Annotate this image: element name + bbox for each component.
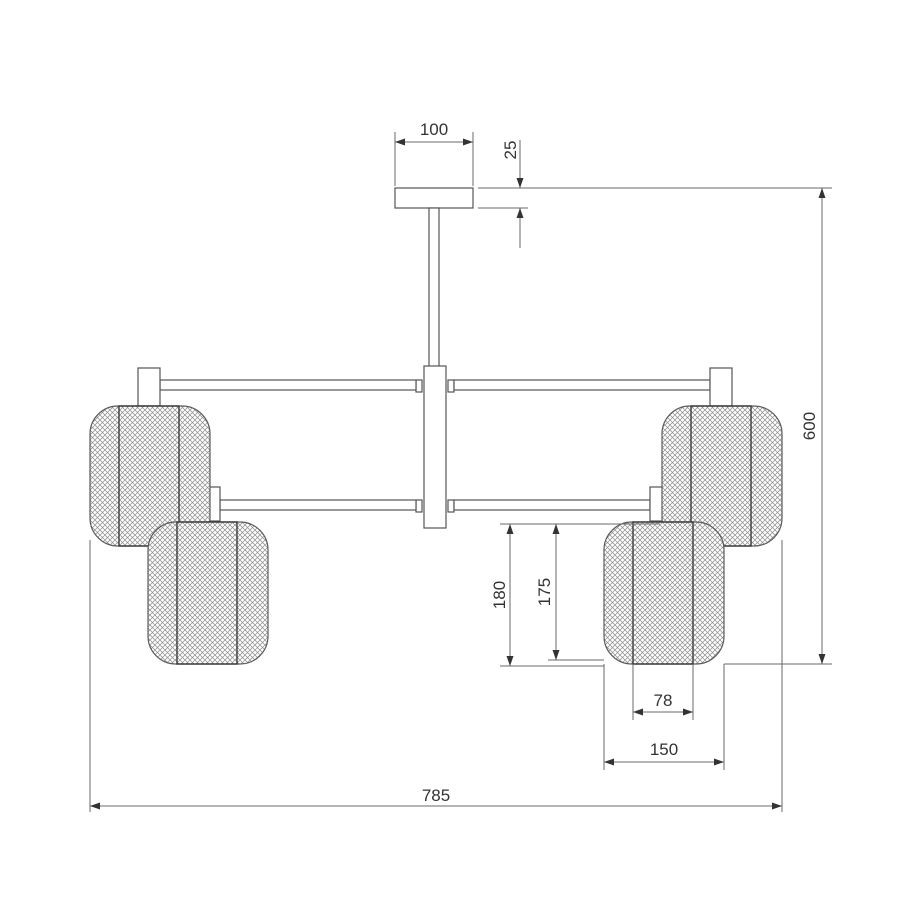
dimension-canopy-height: 25: [478, 140, 528, 248]
dimension-total-height: 600: [478, 187, 832, 665]
center-hub: [415, 365, 455, 529]
label-shade-height-outer: 180: [490, 581, 509, 609]
label-shade-width: 150: [650, 740, 678, 759]
label-canopy-height: 25: [501, 141, 520, 160]
lamp-shade-front-right: [603, 521, 725, 665]
label-total-width: 785: [422, 786, 450, 805]
dimension-shade-height-175: 175: [535, 524, 604, 661]
dimension-shade-width: 150: [603, 664, 725, 770]
dimension-core-width: 78: [632, 664, 694, 720]
dimension-shade-height-180: 180: [490, 523, 660, 667]
label-total-height: 600: [800, 412, 819, 440]
label-shade-height-inner: 175: [535, 578, 554, 606]
label-canopy-width: 100: [420, 120, 448, 139]
lamp-shade-back-right: [661, 405, 783, 547]
lamp-shade-front-left: [147, 521, 269, 665]
suspension-rod: [428, 207, 440, 369]
dimension-canopy-width: 100: [394, 120, 474, 186]
label-core-width: 78: [654, 691, 673, 710]
dimension-total-width: 785: [89, 540, 783, 812]
ceiling-canopy: [394, 187, 474, 209]
